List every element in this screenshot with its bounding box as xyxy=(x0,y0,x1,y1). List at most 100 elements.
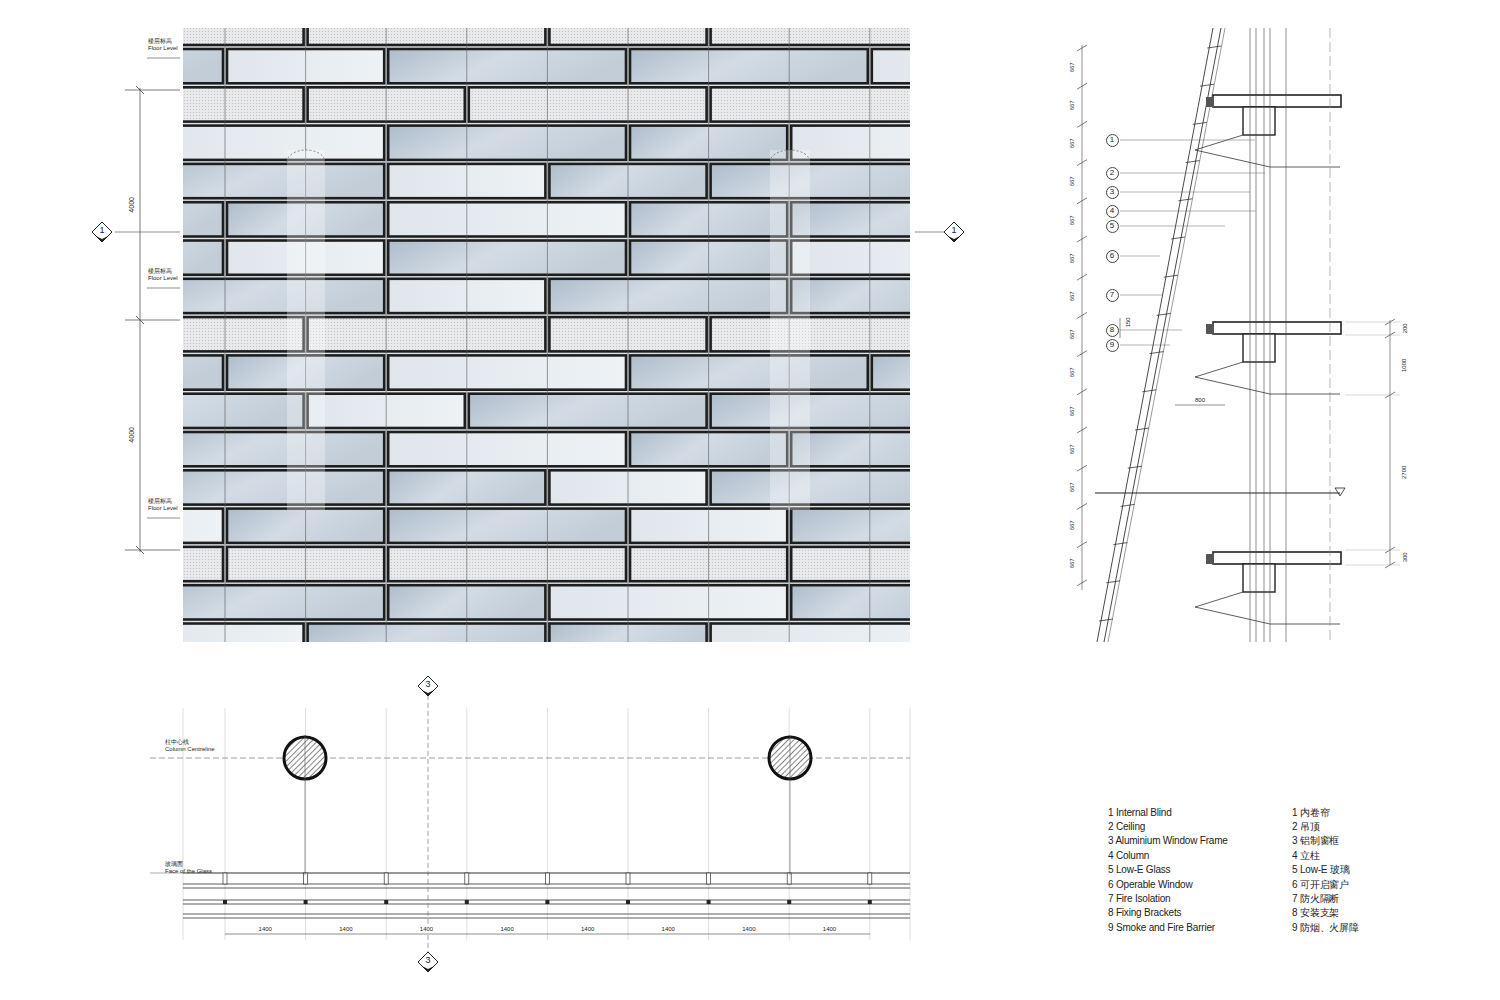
drawing-line xyxy=(1207,46,1221,48)
mullion-plan xyxy=(787,873,791,884)
glass-panel xyxy=(183,317,304,351)
dimension-text: 667 xyxy=(1069,215,1076,225)
legend-text: 2 Ceiling xyxy=(1108,821,1145,832)
legend-text: 1 内卷帘 xyxy=(1292,807,1329,818)
drawing-line xyxy=(1270,28,1271,642)
dimension-text: 300 xyxy=(1402,551,1409,563)
drawing-line xyxy=(305,735,306,875)
dimension-text: 1400 xyxy=(419,926,434,933)
drawing-line xyxy=(1142,390,1156,392)
drawing-line xyxy=(115,232,180,233)
dimension-text: 1400 xyxy=(741,926,756,933)
marker-diamond xyxy=(92,222,112,242)
glass-panel xyxy=(872,355,910,389)
callout-number: 5 xyxy=(1106,220,1119,233)
drawing-line xyxy=(1171,237,1185,239)
legend-text: 9 防烟、火屏障 xyxy=(1292,922,1359,933)
glass-panel xyxy=(183,87,304,121)
marker-diamond xyxy=(418,952,438,972)
drawing-line xyxy=(708,708,709,940)
drawing-line xyxy=(1077,389,1087,395)
legend-text: 3 Aluminium Window Frame xyxy=(1108,835,1228,846)
dimension-text: 667 xyxy=(1069,368,1076,378)
glass-panel xyxy=(549,585,787,619)
column-arch xyxy=(287,150,325,162)
glass-panel xyxy=(711,470,910,504)
mullion-plan xyxy=(626,873,630,884)
drawing-line xyxy=(1077,312,1087,318)
glass-panel xyxy=(388,202,626,236)
mullion-plan xyxy=(707,900,711,904)
floor-slab xyxy=(1213,95,1341,107)
mullion-plan xyxy=(465,873,469,884)
mullion-plan xyxy=(304,873,308,884)
callout-number: 8 xyxy=(1106,324,1119,337)
legend-text: 9 Smoke and Fire Barrier xyxy=(1108,922,1215,933)
dimension-text: 1400 xyxy=(338,926,353,933)
drawing-line xyxy=(428,695,429,955)
dimension-text: 667 xyxy=(1069,177,1076,187)
drawing-line xyxy=(1077,542,1087,548)
dimension-text: 150 xyxy=(1125,316,1132,328)
drawing-line xyxy=(1120,211,1256,212)
drawing-line xyxy=(1097,28,1213,642)
glass-panel xyxy=(388,126,626,160)
drawing-line xyxy=(1200,84,1214,86)
glass-panel xyxy=(469,87,707,121)
legend-text: 8 Fixing Brackets xyxy=(1108,907,1181,918)
annotation-text: 楼层标高 xyxy=(148,268,172,275)
callout-number: 7 xyxy=(1106,289,1119,302)
legend-text: 1 Internal Blind xyxy=(1108,807,1172,818)
drawing-line xyxy=(225,708,226,940)
dimension-text: 667 xyxy=(1069,520,1076,530)
mullion-plan xyxy=(545,873,549,884)
dimension-text: 1400 xyxy=(499,926,514,933)
annotation-text: 柱中心线 xyxy=(165,739,189,746)
drawing-line xyxy=(1077,351,1087,357)
legend-text: 7 Fire Isolation xyxy=(1108,893,1170,904)
drawing-line xyxy=(1120,345,1170,346)
marker-number: 1 xyxy=(99,226,104,235)
callout-text: 7 xyxy=(1110,291,1114,299)
annotation-text: Face of the Glass xyxy=(165,868,212,875)
drawing-line xyxy=(1120,192,1250,193)
glass-panel xyxy=(388,49,626,83)
section-marker: 3 xyxy=(418,676,438,696)
drawing-line xyxy=(628,708,629,940)
glass-panel xyxy=(388,547,626,581)
section-marker: 1 xyxy=(92,222,112,242)
dimension-text: 1000 xyxy=(1402,357,1409,372)
mullion-line xyxy=(547,28,548,642)
dimension-text: 667 xyxy=(1069,444,1076,454)
glass-panel xyxy=(183,164,384,198)
dimension-text: 667 xyxy=(1069,138,1076,148)
column-arch xyxy=(770,150,810,162)
drawing-line xyxy=(147,58,180,59)
drawing-line xyxy=(1345,322,1400,323)
legend-text: 6 Operable Window xyxy=(1108,879,1192,890)
drawing-line xyxy=(1178,199,1192,201)
fixing-bracket xyxy=(1206,554,1214,564)
dimension-text: 800 xyxy=(1194,397,1206,404)
glass-panel xyxy=(711,394,910,428)
legend-text: 8 安装支架 xyxy=(1292,907,1339,918)
drawing-line xyxy=(915,232,945,233)
drawing-line xyxy=(1120,173,1265,174)
drawing-line xyxy=(1120,140,1255,141)
callout-number: 2 xyxy=(1106,167,1119,180)
glass-panel xyxy=(183,394,304,428)
glass-panel xyxy=(183,624,304,643)
mullion-plan xyxy=(626,900,630,904)
drawing-line xyxy=(547,708,548,940)
drawing-line xyxy=(1193,122,1207,124)
mullion-plan xyxy=(868,900,872,904)
glass-panel xyxy=(791,585,910,619)
drawing-line xyxy=(1077,503,1087,509)
drawing-line xyxy=(125,550,180,551)
dimension-text: 667 xyxy=(1069,291,1076,301)
level-mark xyxy=(1335,488,1345,496)
dimension-text: 667 xyxy=(1069,100,1076,110)
glass-panel xyxy=(183,547,223,581)
drawing-line xyxy=(1345,335,1400,336)
mullion-line xyxy=(386,28,387,642)
